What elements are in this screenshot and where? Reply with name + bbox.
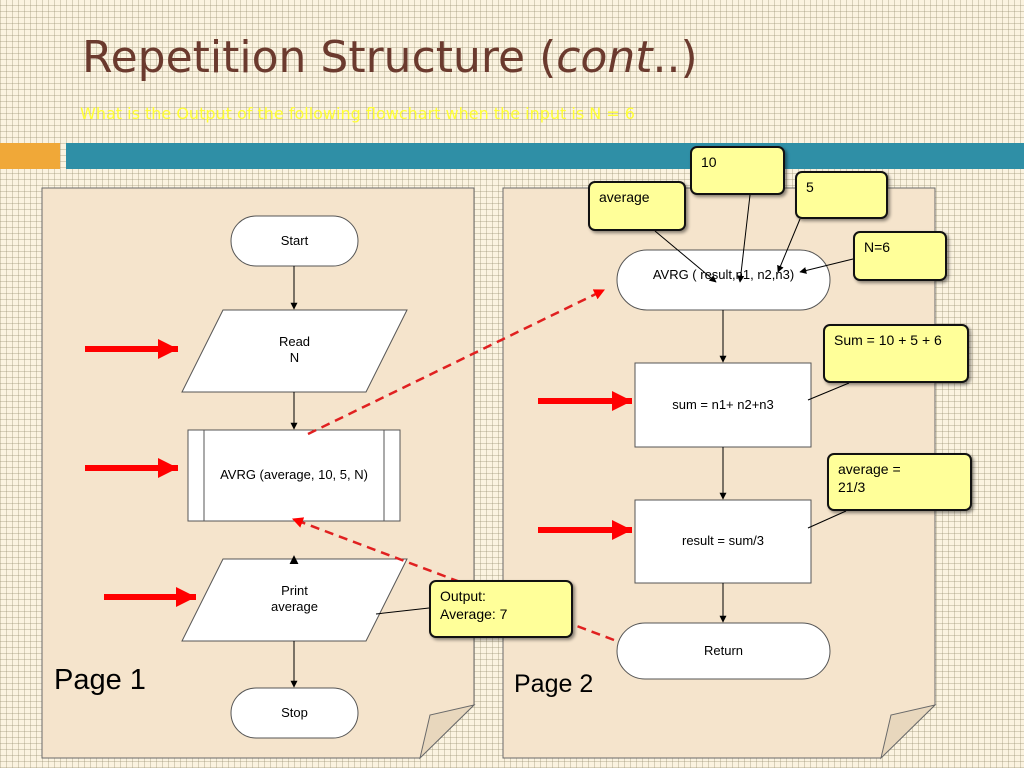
result-process — [634, 499, 812, 584]
sum-process — [634, 362, 812, 448]
title-main: Repetition Structure ( — [82, 32, 557, 83]
page1-label: Page 1 — [54, 664, 146, 696]
callout-10: 10 — [690, 146, 785, 195]
callout-output: Output: Average: 7 — [429, 580, 573, 638]
print-average-parallelogram — [181, 558, 408, 642]
title-italic: cont — [556, 32, 653, 83]
pointer-n6-to-header — [799, 258, 854, 274]
accent-bar-teal — [66, 143, 1024, 169]
callout-average-calc: average = 21/3 — [827, 453, 972, 511]
read-n-parallelogram — [181, 309, 408, 393]
slide-title: Repetition Structure (cont..) — [82, 36, 698, 80]
callout-average: average — [588, 181, 686, 231]
avrg-call-process — [187, 429, 401, 522]
callout-n6: N=6 — [853, 231, 947, 281]
pointer-5-to-header — [777, 218, 801, 273]
slide-subtitle: What is the Output of the following flow… — [80, 104, 635, 123]
start-label: Start — [280, 232, 309, 248]
stop-terminal — [230, 687, 359, 739]
pointer-sum-callout — [807, 382, 850, 401]
accent-bar-orange — [0, 143, 60, 169]
title-end: ..) — [652, 32, 698, 83]
page2-label: Page 2 — [514, 670, 594, 698]
dashed-call-to-header — [307, 288, 605, 436]
pointer-output-callout — [375, 607, 430, 615]
return-label: Return — [703, 642, 744, 658]
avrg-call-label: AVRG (average, 10, 5, N) — [220, 467, 368, 483]
avrg-header-label: AVRG ( result,n1, n2,n3) — [652, 266, 795, 282]
print-average-label: Print average — [271, 583, 318, 615]
page2-corner-fold — [880, 704, 937, 760]
page1-corner-fold — [419, 704, 476, 760]
dashed-return-to-call — [291, 517, 615, 642]
return-terminal — [616, 622, 831, 680]
stop-label: Stop — [281, 704, 308, 720]
callout-5: 5 — [795, 171, 888, 219]
callout-sum-calc: Sum = 10 + 5 + 6 — [823, 324, 969, 383]
pointer-average-to-header — [654, 230, 717, 283]
read-n-label: Read N — [278, 334, 311, 366]
result-label: result = sum/3 — [681, 533, 764, 549]
pointer-10-to-header — [737, 194, 751, 283]
sum-label: sum = n1+ n2+n3 — [672, 396, 774, 412]
pointer-average-callout — [807, 510, 847, 529]
